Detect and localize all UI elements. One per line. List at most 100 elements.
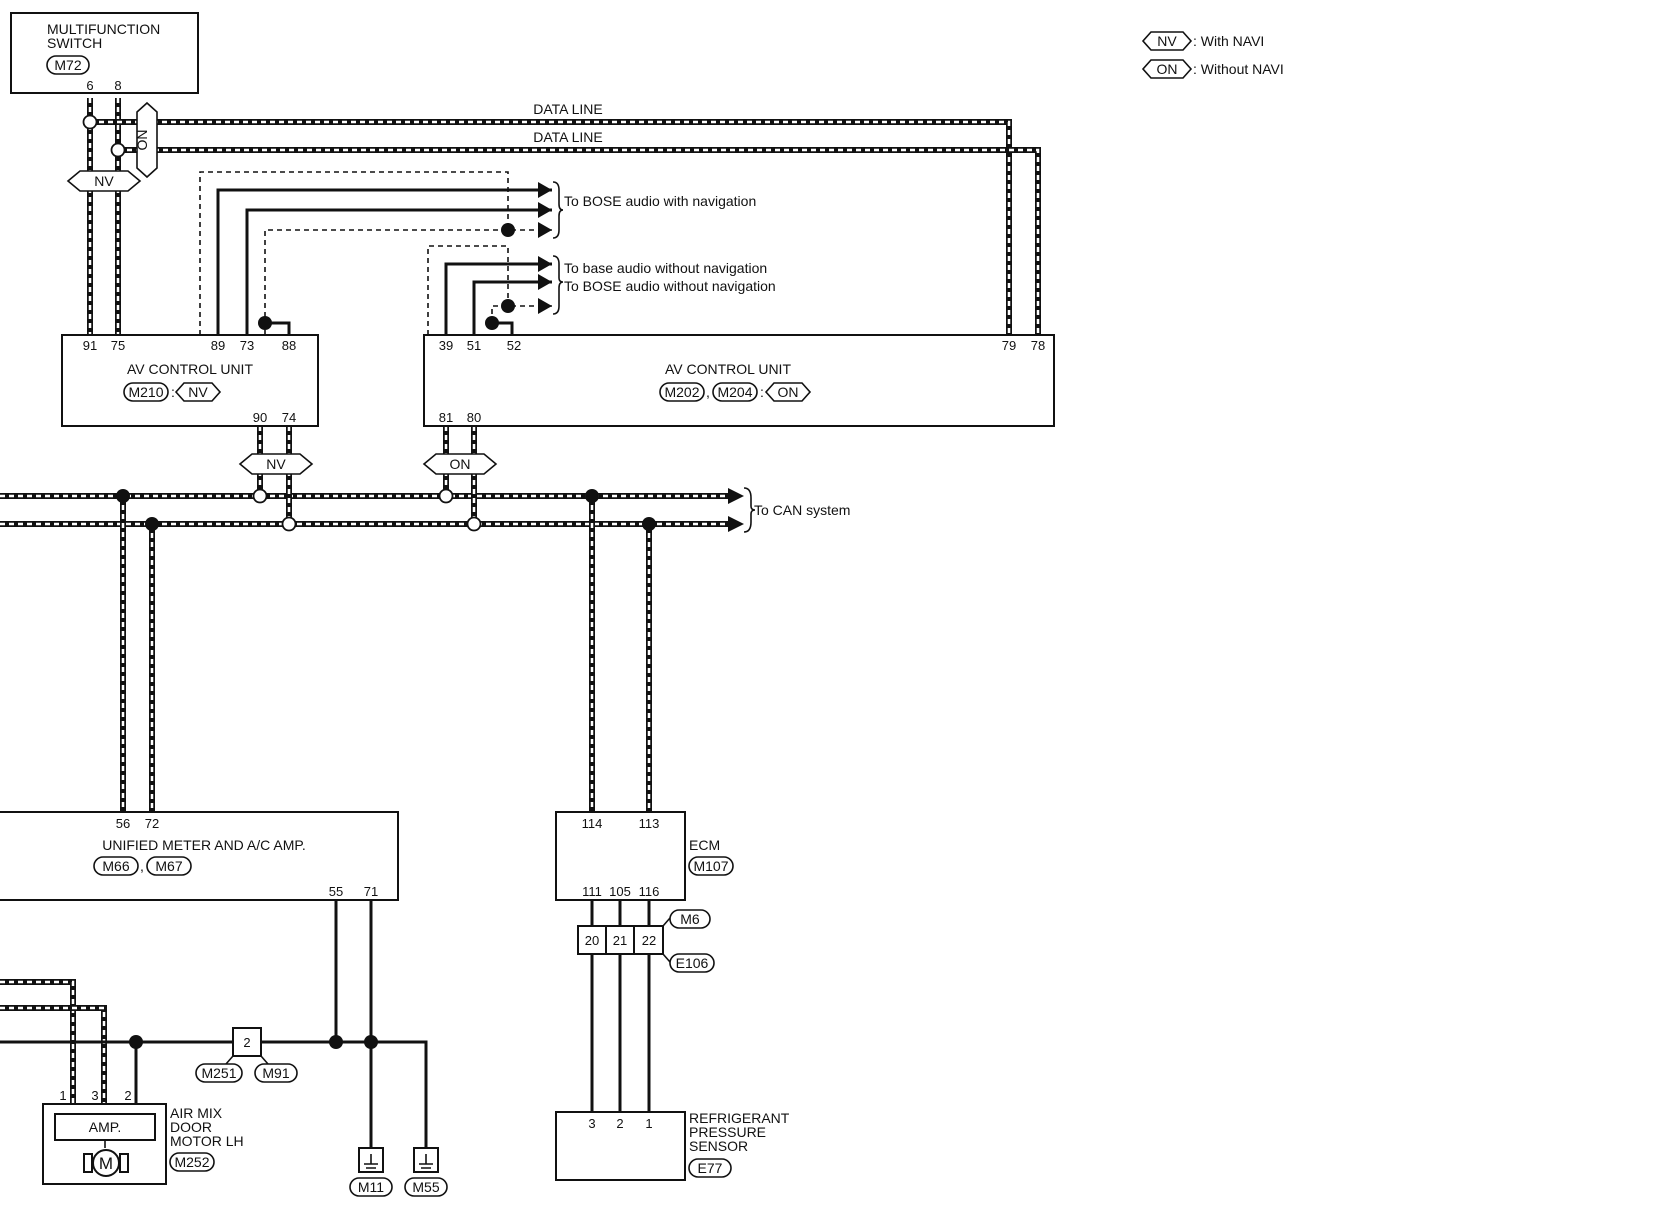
- joint-connector-top: M6: [680, 911, 700, 927]
- meter-pin: 55: [329, 884, 343, 899]
- av-on-connector-2: M204: [717, 384, 752, 400]
- legend-nv-code: NV: [1157, 33, 1177, 49]
- ecm-pin: 113: [639, 816, 660, 831]
- switch-nv-tag: NV: [94, 173, 114, 189]
- air-mix-name-line1: AIR MIX: [170, 1105, 223, 1121]
- av-on-bottom-tag: ON: [450, 456, 471, 472]
- av-nv-connector: M210: [128, 384, 163, 400]
- joint-pin: 21: [613, 933, 627, 948]
- meter-comma: ,: [140, 858, 144, 874]
- av-on-pin: 78: [1031, 338, 1045, 353]
- joint-connector-bottom: E106: [676, 955, 709, 971]
- av-nv-pin: 88: [282, 338, 296, 353]
- dest-bose-no-nav: To BOSE audio without navigation: [564, 278, 776, 294]
- meter-pin: 71: [364, 884, 378, 899]
- sensor-name-line3: SENSOR: [689, 1138, 748, 1154]
- ground-connector: M55: [412, 1179, 439, 1195]
- av-control-unit-nv: 91 75 89 73 88 AV CONTROL UNIT M210 : NV…: [61, 334, 319, 427]
- audio-wires: [199, 171, 552, 335]
- joint-pin: 22: [642, 933, 656, 948]
- sensor-pin: 2: [616, 1116, 623, 1131]
- amp-label: AMP.: [89, 1119, 121, 1135]
- ecm-pin: 114: [582, 816, 603, 831]
- switch-on-tag: ON: [134, 130, 150, 151]
- meter-connector-1: M66: [102, 858, 129, 874]
- air-mix-pin: 1: [59, 1088, 66, 1103]
- av-control-unit-on: 39 51 52 79 78 AV CONTROL UNIT M202 , M2…: [423, 334, 1055, 427]
- switch-connector: M72: [54, 57, 81, 73]
- air-mix-connector: M252: [174, 1154, 209, 1170]
- junctions: [82, 114, 656, 1049]
- motor-icon: M: [99, 1154, 113, 1173]
- av-on-pin: 80: [467, 410, 481, 425]
- legend-nv-text: : With NAVI: [1193, 33, 1264, 49]
- joint-pin: 20: [585, 933, 599, 948]
- ecm-name: ECM: [689, 837, 720, 853]
- refrigerant-pressure-sensor: 3 2 1 REFRIGERANT PRESSURE SENSOR E77: [555, 1110, 790, 1181]
- av-on-name: AV CONTROL UNIT: [665, 361, 791, 377]
- sensor-name-line2: PRESSURE: [689, 1124, 766, 1140]
- switch-pin: 8: [114, 78, 121, 93]
- ecm-pin: 116: [639, 884, 660, 899]
- av-on-pin: 39: [439, 338, 453, 353]
- av-nv-separator: :: [171, 384, 175, 400]
- legend: NV : With NAVI ON : Without NAVI: [1141, 31, 1284, 79]
- air-mix-name-line2: DOOR: [170, 1119, 212, 1135]
- unified-meter-ac-amp: 56 72 UNIFIED METER AND A/C AMP. M66 , M…: [0, 811, 399, 901]
- av-on-tag: ON: [778, 384, 799, 400]
- ground-m11: M11: [349, 1147, 393, 1197]
- meter-pin: 56: [116, 816, 130, 831]
- av-nv-pin: 73: [240, 338, 254, 353]
- dest-bose-nav: To BOSE audio with navigation: [564, 193, 756, 209]
- av-nv-pin: 74: [282, 410, 296, 425]
- av-on-connector-1: M202: [664, 384, 699, 400]
- meter-connector-2: M67: [155, 858, 182, 874]
- av-on-pin: 79: [1002, 338, 1016, 353]
- switch-pin: 6: [86, 78, 93, 93]
- dest-can: To CAN system: [754, 502, 850, 518]
- option-tags: ON NV NV ON: [66, 101, 498, 475]
- multifunction-switch: MULTIFUNCTION SWITCH M72 6 8: [10, 12, 199, 94]
- sensor-pin: 3: [588, 1116, 595, 1131]
- splice-connector-2: M91: [262, 1065, 289, 1081]
- av-nv-name: AV CONTROL UNIT: [127, 361, 253, 377]
- av-nv-pin: 90: [253, 410, 267, 425]
- ecm: 114 113 111 105 116 ECM M107: [555, 811, 734, 901]
- splice-connector-1: M251: [201, 1065, 236, 1081]
- can-arrow-lower: [728, 516, 744, 532]
- joint-connector: 20 21 22 M6 E106: [577, 909, 715, 973]
- av-nv-pin: 89: [211, 338, 225, 353]
- av-nv-pin: 91: [83, 338, 97, 353]
- air-mix-name-line3: MOTOR LH: [170, 1133, 244, 1149]
- ecm-connector: M107: [693, 858, 728, 874]
- sensor-pin: 1: [645, 1116, 652, 1131]
- legend-on-code: ON: [1157, 61, 1178, 77]
- dest-base-no-nav: To base audio without navigation: [564, 260, 767, 276]
- av-on-comma: ,: [706, 384, 710, 400]
- ecm-pin: 111: [582, 884, 602, 899]
- meter-name: UNIFIED METER AND A/C AMP.: [102, 837, 306, 853]
- av-nv-tag: NV: [188, 384, 208, 400]
- av-nv-bottom-tag: NV: [266, 456, 286, 472]
- air-mix-pin: 2: [124, 1088, 131, 1103]
- data-line-label-2: DATA LINE: [533, 129, 603, 145]
- av-on-separator: :: [760, 384, 764, 400]
- air-mix-pin: 3: [91, 1088, 98, 1103]
- shielded-wires: [0, 98, 1041, 1104]
- can-arrow-upper: [728, 488, 744, 504]
- data-line-label-1: DATA LINE: [533, 101, 603, 117]
- splice: 2 M251 M91: [195, 1027, 298, 1083]
- sensor-connector: E77: [698, 1160, 723, 1176]
- air-mix-door-motor: 1 3 2 AMP. M AIR MIX DOOR MOTOR LH M252: [42, 1088, 244, 1185]
- av-nv-pin: 75: [111, 338, 125, 353]
- switch-name-line1: MULTIFUNCTION: [47, 21, 160, 37]
- ground-connector: M11: [358, 1179, 384, 1195]
- av-on-pin: 52: [507, 338, 521, 353]
- av-on-pin: 81: [439, 410, 453, 425]
- sensor-name-line1: REFRIGERANT: [689, 1110, 790, 1126]
- ground-m55: M55: [404, 1147, 448, 1197]
- meter-pin: 72: [145, 816, 159, 831]
- splice-pin: 2: [243, 1035, 250, 1050]
- legend-on-text: : Without NAVI: [1193, 61, 1284, 77]
